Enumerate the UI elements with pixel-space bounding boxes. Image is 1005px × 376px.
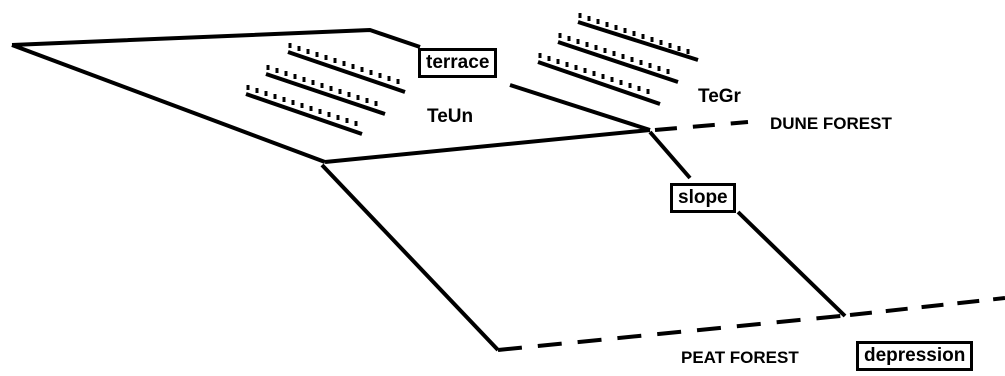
depression-boundary-dashed xyxy=(497,313,851,352)
tree-row xyxy=(265,65,386,116)
tree-row xyxy=(557,33,679,84)
left-slope-line xyxy=(320,163,500,352)
depression-label: depression xyxy=(856,341,974,371)
terrace-left-edge xyxy=(11,43,326,164)
tree-row xyxy=(577,13,699,62)
right-slope-line-upper xyxy=(648,130,692,180)
teun-label: TeUn xyxy=(427,106,474,127)
slope-label: slope xyxy=(670,183,736,213)
tree-row xyxy=(245,85,363,136)
right-slope-line-lower xyxy=(736,210,847,318)
teun-plantation-rows xyxy=(245,43,406,136)
tree-row xyxy=(287,43,406,94)
tegr-plantation-rows xyxy=(537,13,699,106)
peat-boundary-dashed xyxy=(849,296,1005,317)
terrace-label: terrace xyxy=(418,48,498,78)
dune-boundary-dashed xyxy=(654,120,749,132)
tegr-label: TeGr xyxy=(698,86,741,107)
terrace-front-edge xyxy=(324,128,651,164)
dune-forest-label: DUNE FOREST xyxy=(770,114,892,133)
tree-row xyxy=(537,53,661,106)
terrace-outline xyxy=(11,28,421,49)
peat-forest-label: PEAT FOREST xyxy=(681,348,799,367)
terrace-right-edge xyxy=(509,83,651,132)
